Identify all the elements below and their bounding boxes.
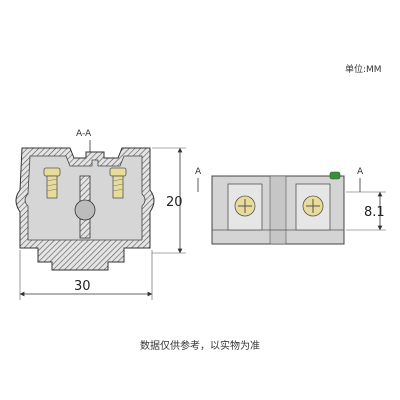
side-height-dimension: 8.1 bbox=[346, 191, 386, 231]
unit-label: 单位:MM bbox=[345, 63, 382, 75]
block-divider bbox=[269, 175, 287, 245]
right-screw bbox=[109, 167, 127, 199]
dim-side-height-value: 8.1 bbox=[364, 205, 385, 220]
terminal-cell-left bbox=[227, 183, 263, 231]
section-label: A-A bbox=[76, 129, 92, 139]
height-dimension: 20 bbox=[152, 147, 186, 254]
terminal-cell-right bbox=[295, 183, 331, 231]
top-view: A A 8.1 bbox=[195, 167, 386, 245]
footer-note: 数据仅供参考，以实物为准 bbox=[140, 339, 260, 352]
left-screw bbox=[43, 167, 61, 199]
dim-width-value: 30 bbox=[74, 279, 91, 294]
center-hole bbox=[74, 199, 96, 221]
section-view: A-A 20 bbox=[15, 129, 186, 300]
section-mark-right: A bbox=[357, 167, 364, 177]
width-dimension: 30 bbox=[19, 250, 153, 300]
section-mark-left: A bbox=[195, 167, 202, 177]
green-indicator bbox=[329, 171, 341, 180]
dim-height-value: 20 bbox=[166, 195, 183, 210]
